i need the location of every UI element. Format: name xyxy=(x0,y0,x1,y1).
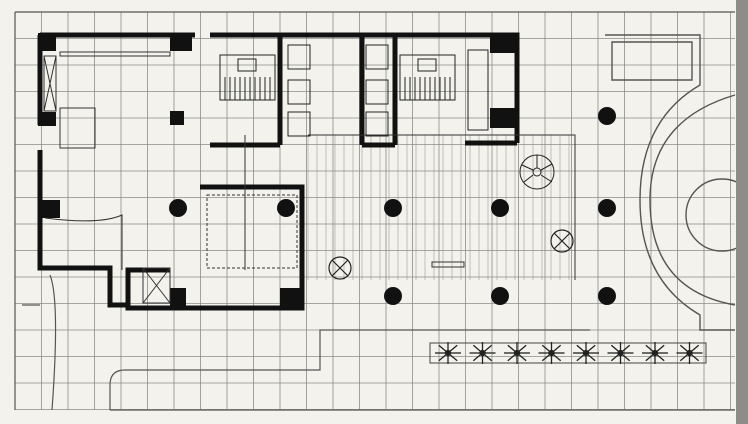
column-icon xyxy=(384,287,402,305)
spiral-stair-icon xyxy=(519,154,555,190)
column-icon xyxy=(491,199,509,217)
revolving-door-icon xyxy=(550,229,574,253)
palm-tree-icon xyxy=(573,342,599,364)
column-icon xyxy=(598,199,616,217)
column-icon xyxy=(598,287,616,305)
building-core xyxy=(219,44,489,137)
column-icon xyxy=(491,287,509,305)
elevator-icon xyxy=(365,79,389,105)
elevator-icon xyxy=(365,44,389,70)
palm-tree-icon xyxy=(504,342,530,364)
elevator-icon xyxy=(365,111,389,137)
column-icon xyxy=(277,199,295,217)
elevator-icon xyxy=(287,79,311,105)
palm-tree-icon xyxy=(435,342,461,364)
palm-tree-icon xyxy=(469,342,496,364)
revolving-doors xyxy=(328,229,574,280)
interior-lines xyxy=(43,51,576,304)
stair-icon xyxy=(219,54,276,101)
elevator-icon xyxy=(287,111,311,137)
palm-tree-icon xyxy=(642,342,668,364)
plaza-curve xyxy=(605,34,748,331)
column-icon xyxy=(598,107,616,125)
wall-blocks xyxy=(38,33,517,308)
palm-tree-icon xyxy=(607,342,634,364)
palm-tree-icon xyxy=(676,342,703,364)
stair-icon xyxy=(399,54,456,101)
site-boundary xyxy=(14,11,735,411)
elevator-icon xyxy=(287,44,311,70)
planter xyxy=(429,342,707,364)
book-binding-shadow xyxy=(736,0,748,424)
palm-tree-icon xyxy=(538,342,565,364)
revolving-door-icon xyxy=(328,256,352,280)
column-icon xyxy=(169,199,187,217)
restroom xyxy=(467,49,489,131)
column-icon xyxy=(384,199,402,217)
